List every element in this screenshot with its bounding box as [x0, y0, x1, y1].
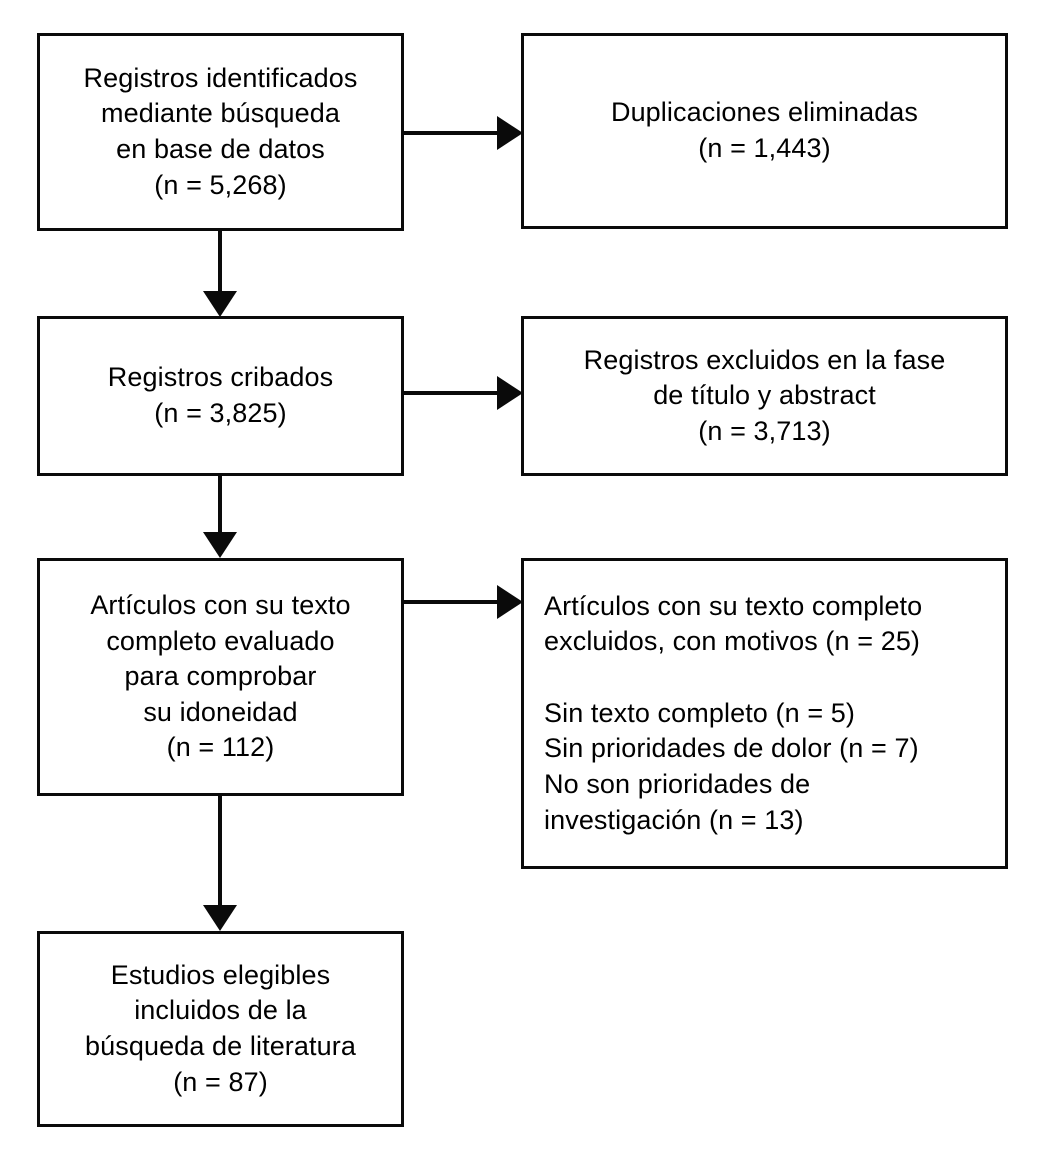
arrow-head-down-icon [203, 532, 237, 558]
arrow-head-down-icon [203, 291, 237, 317]
node-records-screened-label: Registros cribados (n = 3,825) [107, 362, 334, 428]
node-duplicates-removed: Duplicaciones eliminadas (n = 1,443) [521, 33, 1008, 229]
arrow-head-right-icon [497, 585, 523, 619]
arrow-line [218, 231, 222, 293]
node-records-excluded-title-abstract-label: Registros excluidos en la fase de título… [583, 344, 946, 446]
node-fulltext-excluded-with-reasons: Artículos con su texto completo excluido… [521, 558, 1008, 869]
arrow-fulltext-to-excluded [403, 585, 523, 619]
arrow-head-down-icon [203, 905, 237, 931]
arrow-head-right-icon [497, 376, 523, 410]
arrow-line [403, 600, 499, 604]
node-fulltext-assessed-label: Artículos con su texto completo evaluado… [90, 589, 351, 763]
node-duplicates-removed-label: Duplicaciones eliminadas (n = 1,443) [610, 97, 919, 163]
arrow-head-right-icon [497, 116, 523, 150]
node-records-screened: Registros cribados (n = 3,825) [37, 316, 404, 476]
arrow-line [403, 131, 499, 135]
node-fulltext-assessed: Artículos con su texto completo evaluado… [37, 558, 404, 796]
node-records-identified-label: Registros identificados mediante búsqued… [83, 62, 358, 200]
arrow-identified-to-duplicates [403, 116, 523, 150]
arrow-line [218, 476, 222, 534]
arrow-line [403, 391, 499, 395]
node-records-excluded-title-abstract: Registros excluidos en la fase de título… [521, 316, 1008, 476]
arrow-identified-to-screened [203, 231, 237, 317]
node-studies-included: Estudios elegibles incluidos de la búsqu… [37, 931, 404, 1127]
node-records-identified: Registros identificados mediante búsqued… [37, 33, 404, 231]
node-studies-included-label: Estudios elegibles incluidos de la búsqu… [85, 959, 356, 1097]
arrow-screened-to-fulltext [203, 476, 237, 559]
arrow-line [218, 796, 222, 907]
node-fulltext-excluded-with-reasons-label: Artículos con su texto completo excluido… [544, 590, 923, 835]
arrow-fulltext-to-included [203, 796, 237, 932]
arrow-screened-to-excluded [403, 376, 523, 410]
